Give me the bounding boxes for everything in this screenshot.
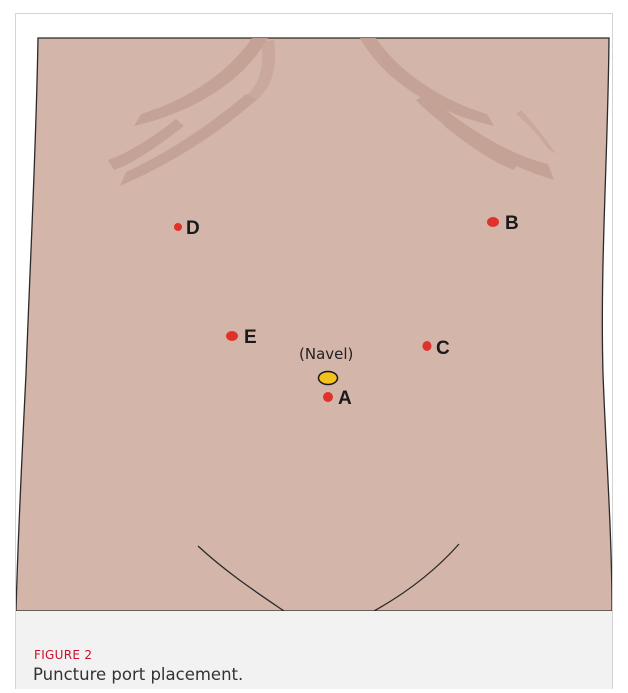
port-a-label: A [338, 388, 352, 409]
port-d-label: D [186, 218, 200, 239]
figure-number: FIGURE 2 [34, 648, 92, 662]
port-b-label: B [505, 213, 519, 234]
abdomen-diagram: (Navel) A B C D E [16, 14, 612, 611]
port-a-dot [323, 392, 333, 402]
port-e-dot [226, 331, 238, 341]
port-c-label: C [436, 338, 450, 359]
navel-label: (Navel) [299, 345, 353, 363]
abdomen-illustration: (Navel) A B C D E [16, 14, 612, 611]
torso-body [16, 38, 612, 611]
port-b-dot [487, 217, 499, 227]
figure-caption: Puncture port placement. [33, 665, 243, 684]
port-d-dot [174, 223, 182, 231]
port-c-dot [423, 341, 432, 351]
caption-area: FIGURE 2 Puncture port placement. [16, 611, 612, 689]
port-e-label: E [244, 327, 257, 348]
navel-marker [319, 372, 338, 385]
